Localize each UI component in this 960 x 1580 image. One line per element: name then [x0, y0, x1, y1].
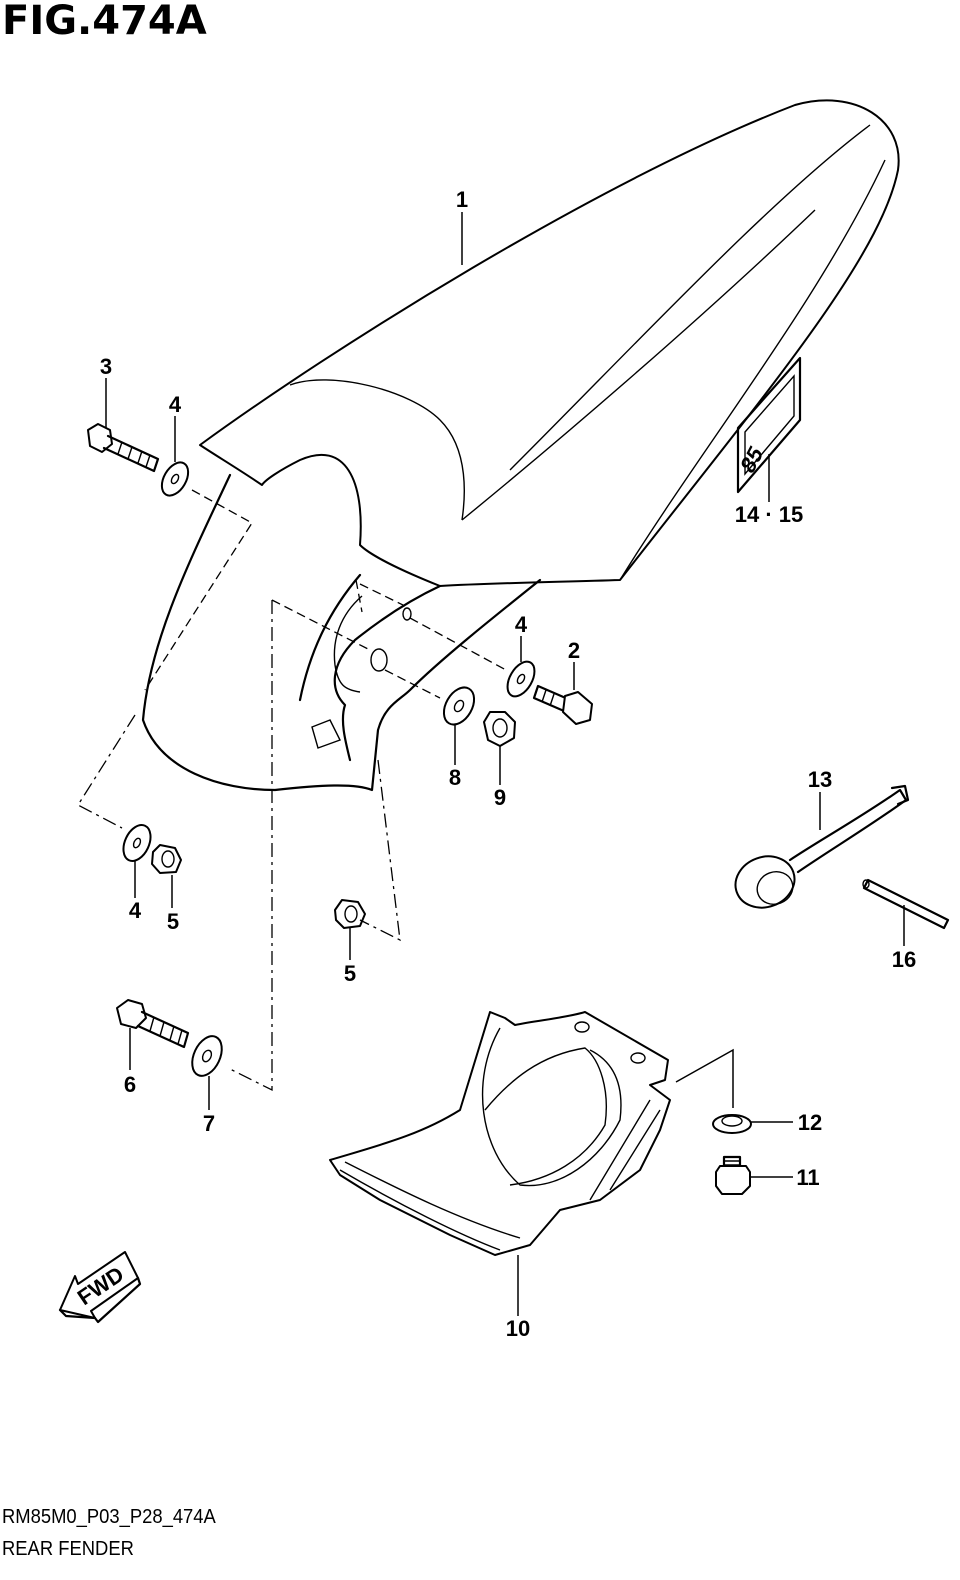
nut-part-5-left [151, 844, 182, 874]
figure-caption: REAR FENDER [2, 1538, 134, 1560]
callout-1: 1 [456, 187, 468, 212]
callout-5-center: 5 [344, 961, 356, 986]
decal-text: 85 [736, 441, 767, 478]
washer-part-8 [442, 686, 476, 726]
figure-title: FIG.474A [2, 0, 207, 44]
washer-part-4-right [506, 660, 536, 698]
callout-2: 2 [568, 638, 580, 663]
callout-5-left: 5 [167, 909, 179, 934]
callout-7: 7 [203, 1111, 215, 1136]
callout-14-15: 14 · 15 [735, 502, 804, 527]
washer-part-7 [191, 1035, 223, 1077]
mud-guard-part-10 [329, 1011, 671, 1256]
reference-code: RM85M0_P03_P28_474A [2, 1506, 216, 1528]
bolt-part-3 [87, 423, 160, 473]
nut-part-9 [483, 711, 516, 747]
callout-16: 16 [892, 947, 916, 972]
callout-6: 6 [124, 1072, 136, 1097]
bolt-part-6 [116, 999, 190, 1049]
callout-12: 12 [798, 1110, 822, 1135]
rear-fender-part-1 [141, 99, 900, 792]
callout-leaders [105, 212, 905, 1316]
callout-8: 8 [449, 765, 461, 790]
callout-10: 10 [506, 1316, 530, 1341]
callout-4-lower: 4 [129, 898, 142, 923]
washer-part-4-lower [122, 824, 152, 862]
callout-13: 13 [808, 767, 832, 792]
bolt-part-2 [532, 684, 593, 725]
callout-4-right: 4 [515, 612, 528, 637]
assembly-guide-lines [77, 489, 734, 1108]
forward-direction-arrow: FWD [58, 1251, 142, 1324]
callout-9: 9 [494, 785, 506, 810]
callout-11: 11 [796, 1165, 819, 1190]
nut-part-5-center [334, 899, 366, 929]
bolt-part-11 [715, 1155, 751, 1195]
callout-labels: 1 3 4 14 · 15 4 2 8 9 13 4 5 5 16 6 7 12… [100, 187, 916, 1341]
wrench-part-13 [734, 784, 910, 909]
nut-part-12 [712, 1114, 752, 1134]
washer-part-4-upper [160, 461, 190, 497]
pin-part-16 [862, 878, 950, 930]
callout-4-upper: 4 [169, 392, 182, 417]
callout-3: 3 [100, 354, 112, 379]
